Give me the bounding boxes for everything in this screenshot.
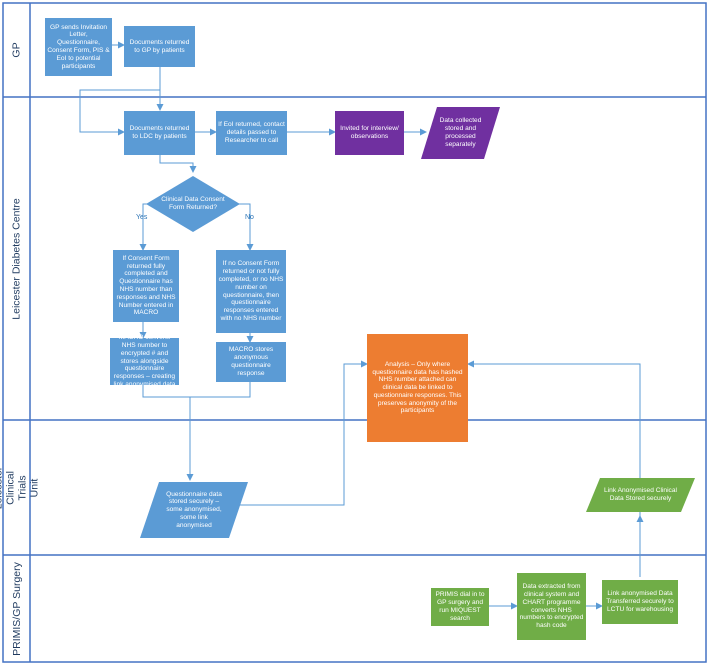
parallelogram-purple-shape bbox=[421, 107, 500, 159]
node-questionnaire-stored-text: Questionnaire data stored securely – som… bbox=[166, 490, 222, 529]
edge-label-no: No bbox=[245, 214, 254, 221]
node-link-stored: Link Anonymised Clinical Data Stored sec… bbox=[586, 478, 695, 512]
lane-label-gp: GP bbox=[3, 3, 30, 97]
node-data-extracted: Data extracted from clinical system and … bbox=[517, 573, 586, 640]
node-data-collected: Data collected stored and processed sepa… bbox=[421, 107, 500, 159]
lane-gp-text: GP bbox=[10, 42, 23, 58]
node-consent-no: If no Consent Form returned or not fully… bbox=[216, 250, 286, 333]
node-gp-sends: GP sends Invitation Letter, Questionnair… bbox=[45, 18, 112, 76]
node-link-stored-text: Link Anonymised Clinical Data Stored sec… bbox=[604, 487, 677, 502]
lane-label-ldc: Leicester Diabetes Centre bbox=[3, 97, 30, 420]
lane-primis-text: PRIMIS/GP Surgery bbox=[10, 561, 23, 656]
node-link-transferred: Link anonymised Data Transferred securel… bbox=[602, 580, 678, 624]
edge-link-to-analysis bbox=[467, 360, 641, 478]
node-docs-returned-gp: Documents returned to GP by patients bbox=[124, 26, 195, 67]
edge-gp-to-ldc bbox=[79, 67, 161, 136]
lane-label-lctu: Leicester Clinical Trials Unit bbox=[0, 420, 41, 555]
lane-ldc-text: Leicester Diabetes Centre bbox=[10, 197, 23, 320]
edge-macro-to-store bbox=[142, 385, 194, 481]
parallelogram-green-shape bbox=[586, 478, 695, 512]
node-analysis: Analysis – Only where questionnaire data… bbox=[367, 334, 468, 442]
lane-lctu-text: Leicester Clinical Trials Unit bbox=[0, 466, 41, 509]
edge-label-yes: Yes bbox=[136, 214, 148, 221]
node-macro-stores: MACRO stores anonymous questionnaire res… bbox=[216, 342, 286, 382]
edge-ldc-to-decision bbox=[159, 155, 197, 173]
node-primis-dial: PRIMIS dial in to GP surgery and run MIQ… bbox=[431, 588, 489, 626]
lane-label-primis: PRIMIS/GP Surgery bbox=[3, 555, 30, 662]
node-docs-returned-ldc: Documents returned to LDC by patients bbox=[124, 111, 195, 155]
decision-diamond-shape bbox=[146, 176, 240, 232]
node-invited: Invited for interview/ observations bbox=[335, 111, 404, 155]
node-macro-converts: MACRO converts NHS number to encrypted #… bbox=[110, 334, 179, 388]
node-questionnaire-stored: Questionnaire data stored securely – som… bbox=[140, 482, 248, 538]
node-eoi-returned: If EoI returned, contact details passed … bbox=[216, 111, 287, 155]
node-data-collected-text: Data collected stored and processed sepa… bbox=[439, 117, 482, 148]
edge-macro-anon-to-store bbox=[190, 382, 251, 398]
node-decision-text: Clinical Data Consent Form Returned? bbox=[161, 196, 225, 211]
node-consent-yes: If Consent Form returned fully completed… bbox=[113, 250, 179, 322]
edge-store-to-analysis bbox=[239, 360, 368, 506]
parallelogram-blue-shape bbox=[140, 482, 248, 538]
